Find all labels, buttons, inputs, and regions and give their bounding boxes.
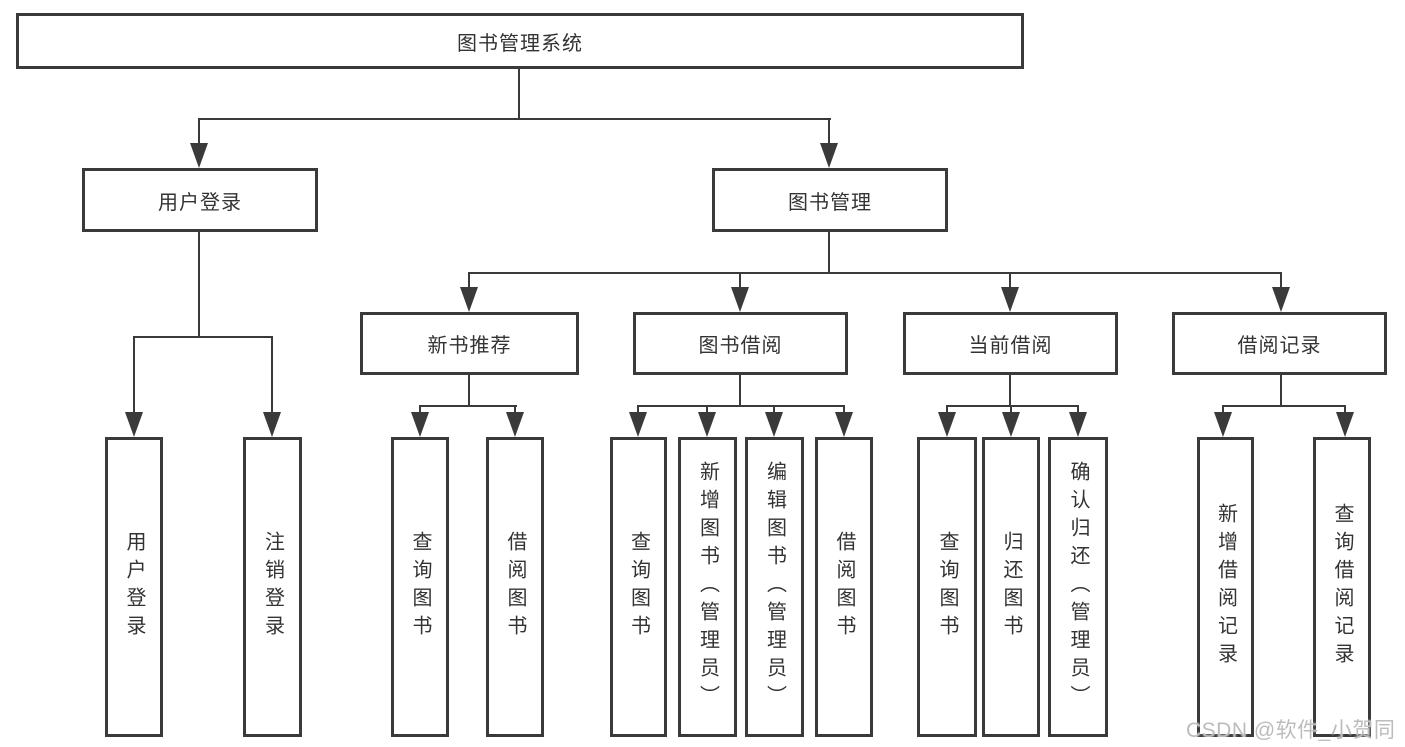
arrow-down-icon: [1336, 412, 1354, 437]
connector-line: [739, 272, 741, 290]
connector-line: [843, 405, 845, 415]
node-current-borrow-label: 当前借阅: [968, 335, 1053, 357]
connector-line: [468, 272, 470, 290]
arrow-down-icon: [629, 412, 647, 437]
connector-line: [419, 405, 421, 415]
connector-line: [198, 118, 200, 146]
connector-line: [133, 336, 135, 414]
leaf-add-borrow-record: 新增借阅记录: [1197, 437, 1254, 737]
node-root: 图书管理系统: [16, 13, 1024, 69]
node-book-borrow: 图书借阅: [633, 312, 848, 375]
connector-line: [514, 405, 516, 415]
arrow-down-icon: [1214, 412, 1232, 437]
connector-line: [468, 375, 470, 407]
leaf-user-login-label: 用户登录: [123, 531, 145, 643]
arrow-down-icon: [820, 143, 838, 168]
leaf-borrow-books-1-label: 借阅图书: [504, 531, 526, 643]
connector-line: [518, 69, 520, 119]
node-user-login: 用户登录: [82, 168, 318, 232]
leaf-logout: 注销登录: [243, 437, 302, 737]
leaf-edit-book-admin: 编辑图书（管理员）: [745, 437, 804, 737]
arrow-down-icon: [765, 412, 783, 437]
node-root-label: 图书管理系统: [457, 32, 583, 55]
leaf-confirm-return-admin-label: 确认归还（管理员）: [1067, 461, 1089, 713]
leaf-query-books-3: 查询图书: [917, 437, 977, 737]
arrow-down-icon: [731, 287, 749, 312]
node-book-borrow-label: 图书借阅: [698, 335, 783, 357]
connector-line: [1280, 272, 1282, 290]
node-borrow-records: 借阅记录: [1172, 312, 1387, 375]
leaf-add-book-admin-label: 新增图书（管理员）: [696, 461, 719, 713]
arrow-down-icon: [698, 412, 716, 437]
connector-line: [271, 336, 273, 414]
connector-line: [1222, 405, 1346, 407]
connector-line: [739, 375, 741, 407]
connector-line: [1009, 272, 1011, 290]
leaf-logout-label: 注销登录: [261, 531, 284, 643]
connector-line: [637, 405, 845, 407]
connector-line: [637, 405, 639, 415]
arrow-down-icon: [835, 412, 853, 437]
connector-line: [828, 232, 830, 274]
arrow-down-icon: [1069, 412, 1087, 437]
leaf-borrow-books-2-label: 借阅图书: [833, 531, 855, 643]
leaf-add-borrow-record-label: 新增借阅记录: [1214, 503, 1237, 671]
node-current-borrow: 当前借阅: [903, 312, 1118, 375]
leaf-return-book-label: 归还图书: [1000, 531, 1022, 643]
arrow-down-icon: [125, 412, 143, 437]
arrow-down-icon: [1002, 412, 1020, 437]
leaf-edit-book-admin-label: 编辑图书（管理员）: [763, 461, 786, 713]
leaf-return-book: 归还图书: [982, 437, 1040, 737]
leaf-query-borrow-record: 查询借阅记录: [1313, 437, 1371, 737]
arrow-down-icon: [190, 143, 208, 168]
node-book-management-label: 图书管理: [788, 191, 872, 214]
arrow-down-icon: [1272, 287, 1290, 312]
leaf-user-login: 用户登录: [105, 437, 163, 737]
node-new-book-recommend-label: 新书推荐: [427, 335, 512, 357]
node-book-management: 图书管理: [712, 168, 948, 232]
connector-line: [946, 405, 1079, 407]
leaf-query-borrow-record-label: 查询借阅记录: [1331, 503, 1353, 671]
connector-line: [1010, 405, 1012, 415]
arrow-down-icon: [506, 412, 524, 437]
arrow-down-icon: [1001, 287, 1019, 312]
connector-line: [773, 405, 775, 415]
connector-line: [468, 272, 1282, 274]
leaf-query-books-2-label: 查询图书: [627, 531, 650, 643]
connector-line: [419, 405, 517, 407]
node-borrow-records-label: 借阅记录: [1237, 335, 1322, 357]
leaf-borrow-books-1: 借阅图书: [486, 437, 544, 737]
connector-line: [198, 232, 200, 337]
leaf-query-books-2: 查询图书: [610, 437, 667, 737]
leaf-add-book-admin: 新增图书（管理员）: [678, 437, 737, 737]
connector-line: [1009, 375, 1011, 407]
connector-line: [1344, 405, 1346, 415]
leaf-borrow-books-2: 借阅图书: [815, 437, 873, 737]
connector-line: [198, 118, 831, 120]
leaf-query-books-3-label: 查询图书: [936, 531, 958, 643]
connector-line: [133, 336, 273, 338]
node-new-book-recommend: 新书推荐: [360, 312, 579, 375]
connector-line: [828, 118, 830, 146]
connector-line: [1077, 405, 1079, 415]
arrow-down-icon: [938, 412, 956, 437]
connector-line: [1280, 375, 1282, 407]
leaf-query-books-1-label: 查询图书: [409, 531, 431, 643]
connector-line: [1222, 405, 1224, 415]
arrow-down-icon: [263, 412, 281, 437]
csdn-watermark: CSDN @软件_小贺同学: [1186, 719, 1396, 742]
leaf-query-books-1: 查询图书: [391, 437, 449, 737]
leaf-confirm-return-admin: 确认归还（管理员）: [1048, 437, 1108, 737]
node-user-login-label: 用户登录: [158, 191, 242, 214]
arrow-down-icon: [411, 412, 429, 437]
connector-line: [946, 405, 948, 415]
arrow-down-icon: [460, 287, 478, 312]
connector-line: [706, 405, 708, 415]
